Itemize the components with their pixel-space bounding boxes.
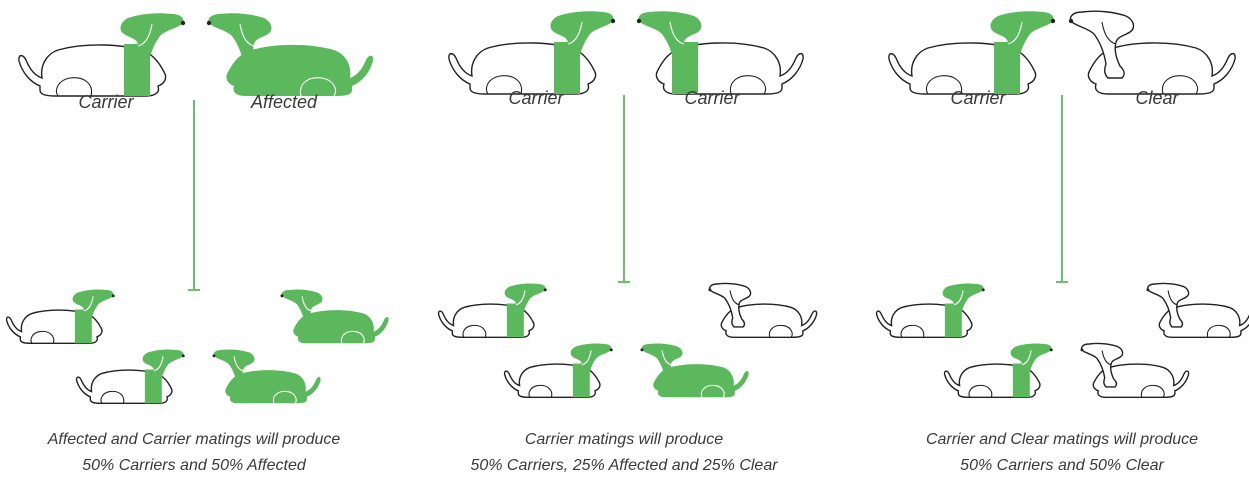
panel1-offspring-dog-1 bbox=[7, 289, 115, 343]
panel3-offspring-dog-1 bbox=[877, 283, 985, 337]
panel3-right-parent-label: Clear bbox=[1135, 88, 1179, 108]
panel1-offspring-dog-4 bbox=[213, 349, 321, 403]
panel1-offspring-dog-3 bbox=[77, 349, 185, 403]
panel2-left-parent-dog bbox=[449, 11, 615, 94]
panel3-offspring-dog-2 bbox=[1147, 283, 1249, 337]
panel3-caption-line1: Carrier and Clear matings will produce bbox=[926, 431, 1198, 448]
panel2-right-parent-label: Carrier bbox=[684, 88, 740, 108]
panel1-left-parent-label: Carrier bbox=[78, 92, 134, 112]
panel2-offspring-dog-4 bbox=[641, 343, 749, 397]
panel2-offspring-dog-2 bbox=[709, 283, 817, 337]
panel2-caption-line1: Carrier matings will produce bbox=[525, 431, 723, 448]
panel1-caption-line2: 50% Carriers and 50% Affected bbox=[82, 457, 307, 474]
panel3-right-parent-dog bbox=[1069, 11, 1235, 94]
panel3-offspring-dog-4 bbox=[1081, 343, 1189, 397]
panel2-caption-line2: 50% Carriers, 25% Affected and 25% Clear bbox=[470, 457, 778, 474]
panel2-right-parent-dog bbox=[637, 11, 803, 94]
panel3-left-parent-dog bbox=[889, 11, 1055, 94]
panel1-right-parent-label: Affected bbox=[250, 92, 318, 112]
panel1-right-parent-dog bbox=[207, 13, 373, 96]
connector-lines bbox=[188, 95, 1068, 290]
panel2-offspring-dog-3 bbox=[505, 343, 613, 397]
panel2-offspring-dog-1 bbox=[439, 283, 547, 337]
panel3-left-parent-label: Carrier bbox=[950, 88, 1006, 108]
panel3-caption-line2: 50% Carriers and 50% Clear bbox=[960, 457, 1164, 474]
panel3-offspring-dog-3 bbox=[945, 343, 1053, 397]
panel1-caption-line1: Affected and Carrier matings will produc… bbox=[47, 431, 341, 448]
panel1-left-parent-dog bbox=[19, 13, 185, 96]
panel2-left-parent-label: Carrier bbox=[508, 88, 564, 108]
panel1-offspring-dog-2 bbox=[281, 289, 389, 343]
